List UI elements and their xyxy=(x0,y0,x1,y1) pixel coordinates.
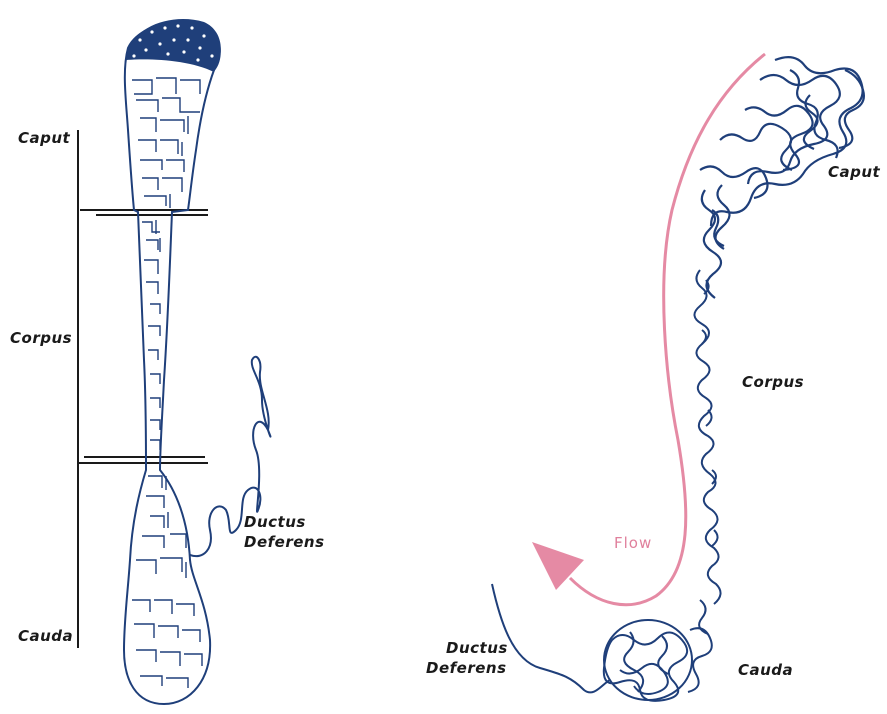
left-ductus-label-line1: Ductus xyxy=(244,512,306,532)
corpus-cauda-divider xyxy=(78,457,208,463)
flow-label: Flow xyxy=(614,534,652,552)
right-corpus-tubule xyxy=(694,270,720,604)
right-cauda-label: Cauda xyxy=(738,660,793,680)
caput-cap xyxy=(126,19,221,72)
left-tubule-cells xyxy=(132,78,202,688)
left-corpus-label: Corpus xyxy=(10,328,72,348)
right-epididymis-diagram xyxy=(492,54,864,701)
flow-arrow-line xyxy=(570,54,765,605)
right-ductus-label-line1: Ductus xyxy=(446,638,508,658)
left-caput-label: Caput xyxy=(18,128,70,148)
right-ductus-deferens xyxy=(492,584,610,692)
left-cauda-label: Cauda xyxy=(18,626,73,646)
right-caput-label: Caput xyxy=(828,162,880,182)
left-ductus-label-line2: Deferens xyxy=(244,532,325,552)
right-cauda-coils xyxy=(604,600,712,701)
left-epididymis-diagram xyxy=(78,19,270,704)
right-ductus-label-line2: Deferens xyxy=(426,658,507,678)
right-corpus-label: Corpus xyxy=(742,372,804,392)
